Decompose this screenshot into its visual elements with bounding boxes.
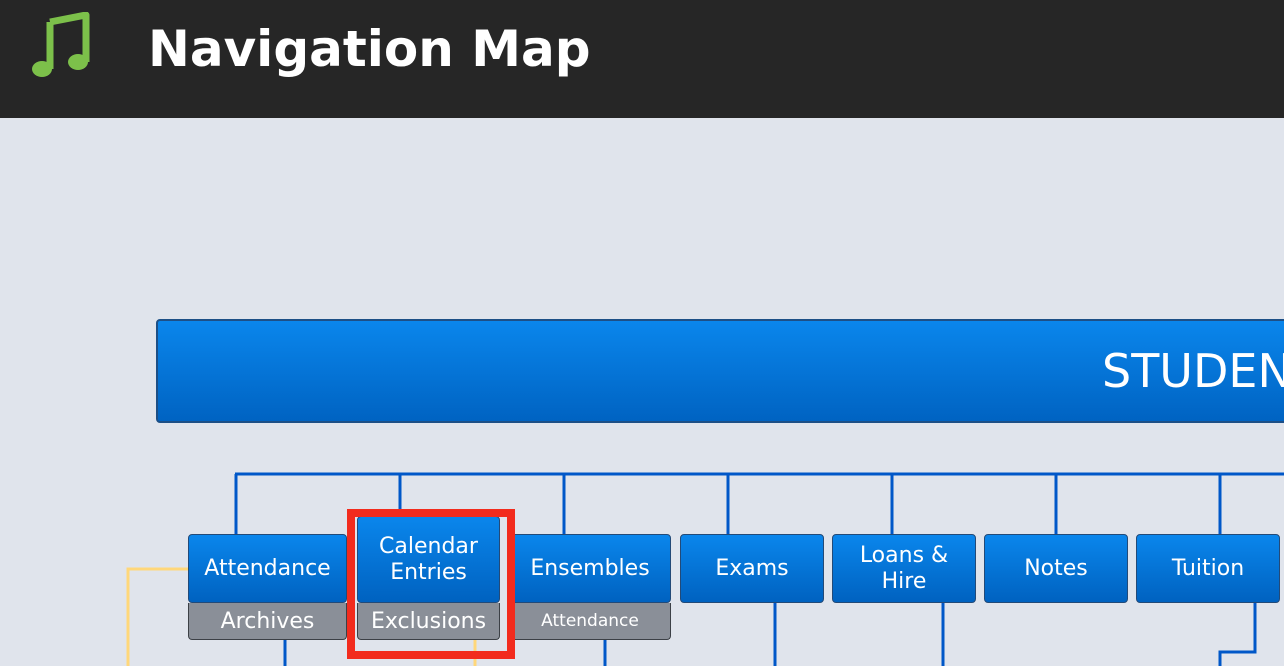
page-title: Navigation Map [148,20,591,78]
ensemble-attendance-button[interactable]: Attendance [509,603,671,640]
loans-hire-label: Loans & Hire [860,543,948,595]
top-bar: Navigation Map [0,0,1284,118]
connector-lines [126,472,1284,666]
attendance-label: Attendance [204,555,331,581]
ensembles-button[interactable]: Ensembles [509,534,671,603]
archives-button[interactable]: Archives [188,603,347,640]
music-note-icon [32,12,90,77]
calendar-entries-label: Calendar Entries [379,534,478,586]
notes-button[interactable]: Notes [984,534,1128,603]
loans-hire-label-line2: Hire [881,568,927,594]
tuition-button[interactable]: Tuition [1136,534,1280,603]
calendar-entries-label-line2: Entries [390,559,467,585]
attendance-button[interactable]: Attendance [188,534,347,603]
exams-button[interactable]: Exams [680,534,824,603]
navigation-map-canvas: STUDEN Attendance Archives Calendar Entr… [0,118,1284,666]
exclusions-button[interactable]: Exclusions [357,603,500,640]
ensemble-attendance-label: Attendance [541,611,639,631]
students-banner[interactable]: STUDEN [156,319,1284,423]
calendar-entries-button[interactable]: Calendar Entries [357,516,500,603]
notes-label: Notes [1024,555,1088,581]
tuition-label: Tuition [1171,555,1245,581]
loans-hire-button[interactable]: Loans & Hire [832,534,976,603]
loans-hire-label-line1: Loans & [859,542,949,568]
ensembles-label: Ensembles [530,555,650,581]
calendar-entries-label-line1: Calendar [379,533,478,559]
exams-label: Exams [715,555,789,581]
archives-label: Archives [220,608,315,634]
students-banner-label: STUDEN [1102,344,1284,398]
exclusions-label: Exclusions [370,608,487,634]
